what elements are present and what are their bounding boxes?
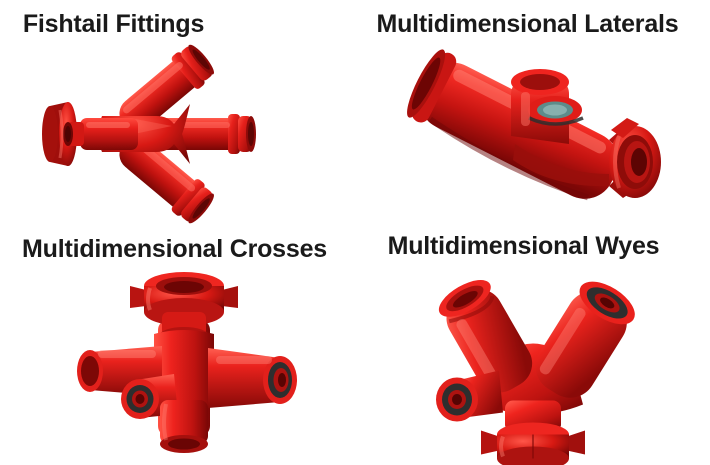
- product-title-fishtail-fittings: Fishtail Fittings: [22, 10, 205, 38]
- product-card-multidimensional-laterals[interactable]: Multidimensional Laterals: [355, 0, 710, 232]
- wye-fitting-illustration: [436, 280, 635, 465]
- lateral-fitting-illustration: [407, 49, 661, 201]
- product-card-multidimensional-wyes[interactable]: Multidimensional Wyes: [355, 232, 710, 465]
- fishtail-fitting-illustration: [42, 44, 256, 224]
- product-title-multidimensional-wyes: Multidimensional Wyes: [387, 232, 660, 260]
- product-image-fishtail-fittings[interactable]: [0, 44, 355, 232]
- product-image-multidimensional-laterals[interactable]: [355, 44, 710, 232]
- product-card-multidimensional-crosses[interactable]: Multidimensional Crosses: [0, 232, 355, 465]
- product-title-multidimensional-crosses: Multidimensional Crosses: [22, 235, 327, 263]
- product-title-multidimensional-laterals: Multidimensional Laterals: [376, 10, 679, 38]
- product-image-multidimensional-crosses[interactable]: [0, 268, 355, 465]
- cross-fitting-illustration: [77, 272, 297, 453]
- product-image-multidimensional-wyes[interactable]: [355, 264, 710, 465]
- product-card-fishtail-fittings[interactable]: Fishtail Fittings: [0, 0, 355, 232]
